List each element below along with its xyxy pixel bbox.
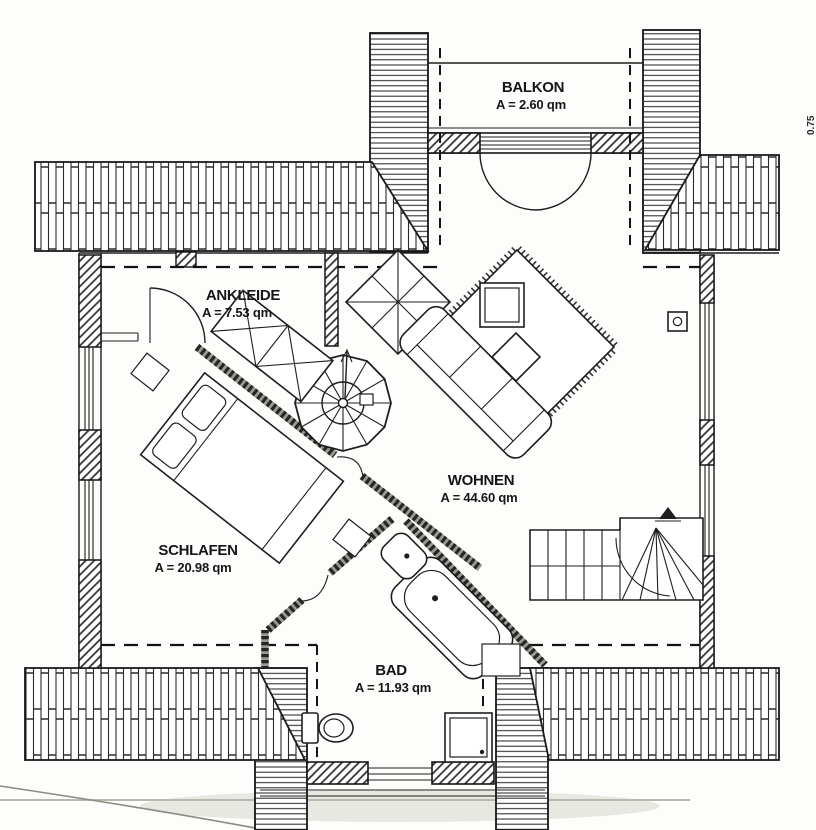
- label-wohnen: WOHNEN: [448, 472, 515, 489]
- stair-up-arrow: [340, 348, 353, 399]
- door-swing-hall: [336, 456, 364, 479]
- edge-dimension-text: 0.75: [806, 115, 816, 135]
- sink: [380, 532, 428, 580]
- roof-band-bottom-left: [24, 667, 307, 761]
- stair-direction-arrow: [655, 507, 681, 522]
- label-ankleide: ANKLEIDE: [206, 287, 281, 304]
- roof-band-bottom-right: [528, 667, 780, 761]
- area-wohnen: A = 44.60 qm: [441, 490, 518, 505]
- roof-band-top-right: [643, 154, 780, 251]
- bath-shelf: [481, 643, 521, 677]
- roof-band-top-left: [34, 161, 430, 252]
- nightstand: [130, 352, 170, 392]
- area-bad: A = 11.93 qm: [355, 680, 431, 695]
- nightstand: [332, 518, 372, 558]
- wall-outlet-symbol: [667, 311, 688, 332]
- door-swing-bad: [300, 574, 329, 602]
- sofa: [399, 305, 553, 459]
- label-bad: BAD: [375, 662, 407, 679]
- area-balkon: A = 2.60 qm: [496, 97, 566, 112]
- bed: [139, 371, 345, 565]
- balcony-double-door: [479, 152, 592, 211]
- label-balkon: BALKON: [502, 79, 564, 96]
- main-staircase: [529, 507, 704, 601]
- toilet: [301, 712, 354, 744]
- area-schlafen: A = 20.98 qm: [155, 560, 232, 575]
- square-table: [479, 282, 525, 328]
- area-ankleide: A = 7.53 qm: [202, 305, 272, 320]
- label-schlafen: SCHLAFEN: [158, 542, 237, 559]
- shower: [444, 712, 493, 763]
- door-swing-ankleide: [149, 287, 206, 344]
- balcony: [427, 48, 644, 252]
- exterior-walls: [78, 251, 779, 797]
- room-labels: BALKON A = 2.60 qm ANKLEIDE A = 7.53 qm …: [155, 79, 567, 695]
- wardrobe: [209, 289, 335, 403]
